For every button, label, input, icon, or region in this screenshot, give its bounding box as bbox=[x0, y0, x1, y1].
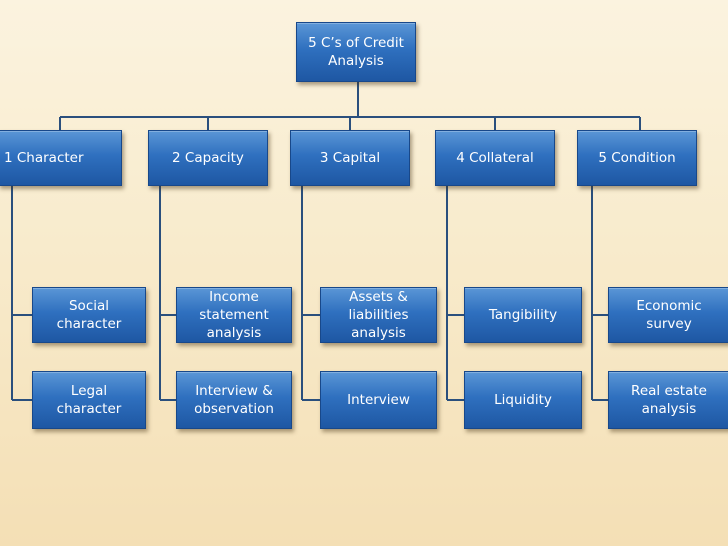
item-box-assets-liabilities: Assets & liabilities analysis bbox=[320, 287, 437, 343]
item-label-tangibility: Tangibility bbox=[488, 307, 558, 323]
item-box-economic-survey: Economic survey bbox=[608, 287, 728, 343]
item-label-assets-liabilities: Assets & liabilities analysis bbox=[348, 289, 409, 341]
item-label-liquidity: Liquidity bbox=[494, 392, 552, 408]
category-label-capacity: 2 Capacity bbox=[172, 150, 244, 166]
category-box-capital: 3 Capital bbox=[290, 130, 410, 186]
category-label-character: 1 Character bbox=[4, 150, 84, 166]
item-box-tangibility: Tangibility bbox=[464, 287, 582, 343]
category-label-condition: 5 Condition bbox=[598, 150, 676, 166]
root-label: 5 C’s of Credit Analysis bbox=[308, 35, 404, 69]
item-box-income-statement: Income statement analysis bbox=[176, 287, 292, 343]
category-box-condition: 5 Condition bbox=[577, 130, 697, 186]
item-box-interview-observation: Interview & observation bbox=[176, 371, 292, 429]
category-label-capital: 3 Capital bbox=[319, 150, 381, 166]
root-box: 5 C’s of Credit Analysis bbox=[296, 22, 416, 82]
item-label-legal-character: Legal character bbox=[56, 383, 122, 417]
item-box-interview: Interview bbox=[320, 371, 437, 429]
item-box-liquidity: Liquidity bbox=[464, 371, 582, 429]
item-box-real-estate: Real estate analysis bbox=[608, 371, 728, 429]
category-label-collateral: 4 Collateral bbox=[456, 150, 534, 166]
item-label-economic-survey: Economic survey bbox=[636, 298, 702, 332]
item-label-social-character: Social character bbox=[56, 298, 122, 332]
item-box-social-character: Social character bbox=[32, 287, 146, 343]
category-box-collateral: 4 Collateral bbox=[435, 130, 555, 186]
item-label-income-statement: Income statement analysis bbox=[199, 289, 269, 341]
item-label-interview-observation: Interview & observation bbox=[194, 383, 274, 417]
item-box-legal-character: Legal character bbox=[32, 371, 146, 429]
category-box-capacity: 2 Capacity bbox=[148, 130, 268, 186]
item-label-real-estate: Real estate analysis bbox=[631, 383, 707, 417]
item-label-interview: Interview bbox=[347, 392, 410, 408]
category-box-character: 1 Character bbox=[0, 130, 122, 186]
